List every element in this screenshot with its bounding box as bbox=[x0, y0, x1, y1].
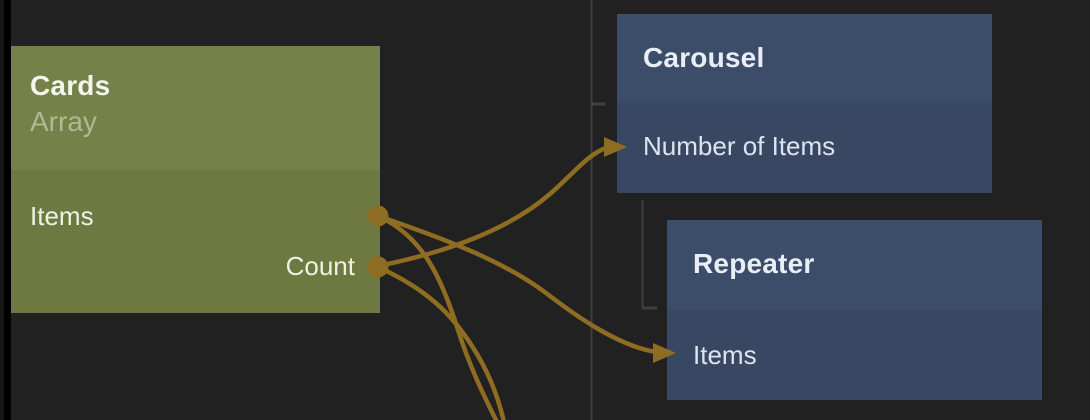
node-repeater-title: Repeater bbox=[693, 248, 815, 279]
node-cards[interactable]: Cards Array Items Count bbox=[11, 46, 380, 313]
node-carousel-header[interactable] bbox=[617, 14, 992, 103]
wire-count-to-carousel[interactable] bbox=[375, 145, 609, 269]
port-label-cards-items[interactable]: Items bbox=[30, 201, 94, 231]
node-repeater-header[interactable] bbox=[667, 220, 1042, 310]
port-label-carousel-number-of-items[interactable]: Number of Items bbox=[643, 131, 836, 161]
port-label-repeater-items[interactable]: Items bbox=[693, 340, 757, 370]
node-carousel-title: Carousel bbox=[643, 42, 765, 73]
wire-items-to-offscreen[interactable] bbox=[375, 213, 499, 420]
node-cards-subtitle: Array bbox=[30, 106, 97, 137]
wire-items-to-repeater[interactable] bbox=[375, 213, 659, 355]
frame-left-gap bbox=[4, 0, 11, 420]
port-label-cards-count[interactable]: Count bbox=[285, 251, 355, 281]
node-cards-header[interactable] bbox=[11, 46, 380, 170]
node-carousel[interactable]: Carousel Number of Items bbox=[617, 14, 992, 193]
node-repeater[interactable]: Repeater Items bbox=[667, 220, 1042, 400]
frame-left-edge bbox=[0, 0, 4, 420]
wire-count-to-offscreen[interactable] bbox=[375, 264, 506, 420]
node-cards-title: Cards bbox=[30, 70, 111, 101]
